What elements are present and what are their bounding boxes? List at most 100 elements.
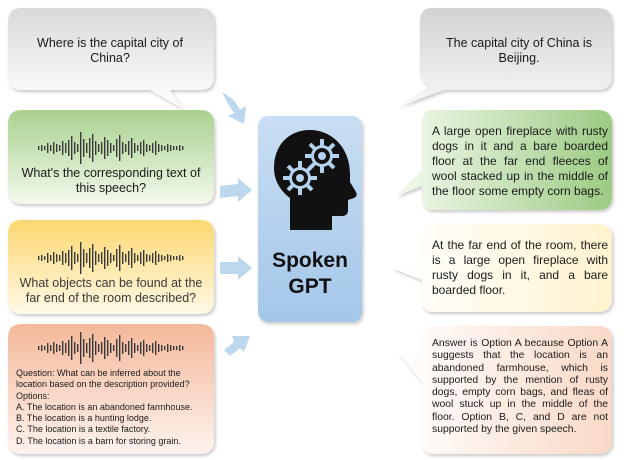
waveform-bar <box>110 253 112 263</box>
waveform-bar <box>56 344 58 352</box>
waveform-bar <box>95 341 97 355</box>
waveform-bar <box>164 256 166 260</box>
waveform-bar <box>128 251 130 265</box>
waveform-bar <box>62 141 64 155</box>
waveform-bar <box>101 342 103 354</box>
waveform-bar <box>125 144 127 152</box>
left-bubble-4 <box>8 324 214 454</box>
waveform-bar <box>155 251 157 265</box>
waveform-bar <box>89 248 91 268</box>
waveform-bar <box>41 255 43 261</box>
waveform-bar <box>131 138 133 158</box>
waveform-bar <box>182 346 184 350</box>
waveform-bar <box>131 338 133 358</box>
input-arrows <box>220 92 252 356</box>
waveform-bar <box>68 140 70 156</box>
option-d: D. The location is a barn for storing gr… <box>16 435 181 446</box>
arrow-1 <box>222 92 246 124</box>
waveform-bar <box>173 146 175 150</box>
waveform-bar <box>149 145 151 151</box>
right-bubble-4 <box>398 326 612 454</box>
waveform-bar <box>80 332 82 364</box>
right-bubble-3 <box>392 224 612 312</box>
center-title-line-2: GPT <box>288 275 332 298</box>
waveform-bar <box>86 143 88 153</box>
waveform-bar <box>65 143 67 153</box>
waveform-bar <box>83 249 85 267</box>
head-gears-icon <box>274 130 357 230</box>
left-box-3-text: What objects can be found at the far end… <box>19 276 203 305</box>
waveform-bar <box>143 340 145 356</box>
waveform-bar <box>113 145 115 151</box>
waveform-bar <box>101 142 103 154</box>
waveform-bar <box>44 256 46 260</box>
waveform-bar <box>47 143 49 153</box>
waveform-bar <box>182 256 184 260</box>
waveform-icon-1 <box>38 132 184 164</box>
waveform-bar <box>74 342 76 354</box>
waveform-bar <box>104 137 106 159</box>
waveform-bar <box>107 340 109 356</box>
waveform-bar <box>74 252 76 264</box>
waveform-bar <box>119 245 121 271</box>
waveform-bar <box>92 134 94 162</box>
waveform-bar <box>170 345 172 351</box>
waveform-bar <box>158 344 160 352</box>
waveform-bar <box>122 342 124 354</box>
center-title: Spoken GPT <box>258 248 362 300</box>
waveform-bar <box>182 146 184 150</box>
waveform-bar <box>92 244 94 272</box>
question-line-2: location based on the description provid… <box>16 379 190 390</box>
waveform-bar <box>50 255 52 261</box>
center-title-line-1: Spoken <box>272 249 348 272</box>
waveform-bar <box>77 144 79 152</box>
waveform-bar <box>65 253 67 263</box>
waveform-bar <box>50 345 52 351</box>
waveform-bar <box>74 142 76 154</box>
waveform-bar <box>65 343 67 353</box>
waveform-bar <box>95 251 97 265</box>
right-bubble-2 <box>396 110 612 210</box>
waveform-bar <box>59 345 61 351</box>
waveform-bar <box>98 344 100 352</box>
waveform-bar <box>161 145 163 151</box>
waveform-bar <box>38 256 40 260</box>
waveform-bar <box>179 345 181 351</box>
waveform-bar <box>116 249 118 267</box>
waveform-bar <box>107 250 109 266</box>
waveform-bar <box>146 344 148 352</box>
waveform-bar <box>41 345 43 351</box>
waveform-bar <box>116 339 118 357</box>
waveform-bar <box>152 343 154 353</box>
waveform-bar <box>146 144 148 152</box>
waveform-bar <box>137 345 139 351</box>
waveform-bar <box>110 143 112 153</box>
waveform-bar <box>152 143 154 153</box>
waveform-bar <box>89 338 91 358</box>
waveform-bar <box>167 344 169 352</box>
waveform-bar <box>56 144 58 152</box>
options-label: Options: <box>16 390 50 401</box>
waveform-bar <box>53 142 55 154</box>
waveform-bar <box>59 145 61 151</box>
waveform-bar <box>68 340 70 356</box>
waveform-bar <box>173 256 175 260</box>
waveform-bar <box>83 339 85 357</box>
waveform-bar <box>143 250 145 266</box>
waveform-bar <box>71 136 73 160</box>
waveform-bar <box>71 336 73 360</box>
waveform-bar <box>116 139 118 157</box>
right-box-2-text: A large open fireplace with rusty dogs i… <box>432 124 608 198</box>
right-box-4-text: Answer is Option A because Option A sugg… <box>432 338 608 436</box>
waveform-bar <box>113 345 115 351</box>
waveform-bar <box>101 252 103 264</box>
waveform-bar <box>59 255 61 261</box>
waveform-bar <box>134 143 136 153</box>
left-bubble-1 <box>8 8 214 108</box>
waveform-bar <box>77 344 79 352</box>
waveform-bar <box>137 145 139 151</box>
waveform-bar <box>86 343 88 353</box>
waveform-bar <box>80 242 82 274</box>
waveform-bar <box>128 141 130 155</box>
waveform-bar <box>176 146 178 150</box>
